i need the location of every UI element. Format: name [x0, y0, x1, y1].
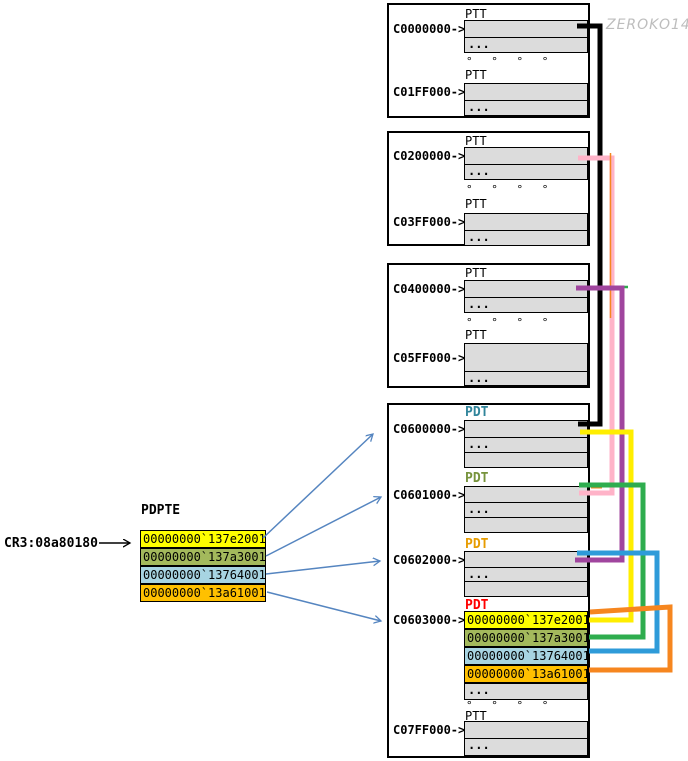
pdt-title-4: PDT	[465, 598, 489, 613]
ptt-section-title: PTT	[465, 68, 487, 82]
pdpte-entry-3: 00000000`13764001	[140, 566, 266, 584]
pdpte-entry-4: 00000000`13a61001	[140, 584, 266, 602]
table-row-ellipsis: ...	[464, 100, 588, 116]
table-row-ellipsis: ...	[464, 502, 588, 518]
ptt-section-title: PTT	[465, 266, 487, 280]
table-row	[464, 147, 588, 165]
table-row-ellipsis: ...	[464, 297, 588, 313]
table-row	[464, 581, 588, 597]
pdt-title-1: PDT	[465, 405, 489, 420]
table-row-ellipsis: ...	[464, 567, 588, 582]
table-row	[464, 486, 588, 503]
ptt-box-3: PTT ... C0400000-> ° ° ° ° PTT ... C05FF…	[387, 263, 590, 388]
pdpte-title: PDPTE	[141, 503, 181, 518]
pdt-entry-1: 00000000`137e2001	[464, 611, 590, 629]
ptt-section-title: PTT	[465, 134, 487, 148]
table-row-ellipsis: ...	[464, 437, 588, 453]
arrow-pdpte3-to-c0602000	[265, 561, 380, 575]
separator-dots: ° ° ° °	[466, 183, 555, 196]
table-row	[464, 517, 588, 533]
address-label: C0600000->	[393, 422, 466, 436]
pd-box: PDT ... C0600000-> PDT ... C0601000-> PD…	[387, 403, 590, 758]
table-row	[464, 551, 588, 568]
connector-13a61001-to-c0603000-pdt-selfmap	[589, 604, 673, 673]
cr3-register-label: CR3:08a80180	[4, 536, 98, 551]
table-row-ellipsis: ...	[464, 683, 588, 700]
separator-dots: ° ° ° °	[466, 699, 555, 712]
address-label: C0601000->	[393, 488, 466, 502]
table-row	[464, 20, 588, 38]
pdt-entry-4: 00000000`13a61001	[464, 665, 590, 683]
ptt-section-title: PTT	[465, 709, 487, 723]
table-row	[464, 213, 588, 231]
ptt-section-title: PTT	[465, 328, 487, 342]
address-label: C05FF000->	[393, 351, 466, 365]
ptt-box-2: PTT ... C0200000-> ° ° ° ° PTT ... C03FF…	[387, 131, 590, 246]
table-row	[464, 83, 588, 101]
separator-dots: ° ° ° °	[466, 55, 555, 68]
pdt-entry-3: 00000000`13764001	[464, 647, 590, 665]
table-row	[464, 721, 588, 739]
pdpte-entry-2: 00000000`137a3001	[140, 548, 266, 566]
address-label: C0603000->	[393, 613, 466, 627]
table-row	[464, 420, 588, 438]
table-row-ellipsis: ...	[464, 164, 588, 180]
ptt-box-1: PTT ... C0000000-> ° ° ° ° PTT ... C01FF…	[387, 3, 590, 118]
ptt-section-title: PTT	[465, 7, 487, 21]
arrow-pdpte2-to-c0601000	[265, 497, 381, 557]
separator-dots: ° ° ° °	[466, 316, 555, 329]
ptt-section-title: PTT	[465, 197, 487, 211]
table-row	[464, 343, 588, 372]
pdt-title-2: PDT	[465, 471, 489, 486]
table-row	[464, 452, 588, 468]
pdpte-entry-1: 00000000`137e2001	[140, 530, 266, 548]
table-row-ellipsis: ...	[464, 371, 588, 386]
table-row-ellipsis: ...	[464, 738, 588, 756]
table-row-ellipsis: ...	[464, 230, 588, 246]
address-label: C03FF000->	[393, 215, 466, 229]
pdt-entry-2: 00000000`137a3001	[464, 629, 590, 647]
address-label: C07FF000->	[393, 723, 466, 737]
address-label: C0200000->	[393, 149, 466, 163]
address-label: C0400000->	[393, 282, 466, 296]
pdt-title-3: PDT	[465, 537, 489, 552]
arrow-pdpte1-to-c0600000	[262, 434, 373, 539]
watermark-text: ZEROKO14	[606, 17, 688, 33]
table-row	[464, 280, 588, 298]
address-label: C0602000->	[393, 553, 466, 567]
arrow-pdpte4-to-c0603000	[266, 591, 381, 621]
address-label: C01FF000->	[393, 85, 466, 99]
table-row-ellipsis: ...	[464, 37, 588, 53]
address-label: C0000000->	[393, 22, 466, 36]
